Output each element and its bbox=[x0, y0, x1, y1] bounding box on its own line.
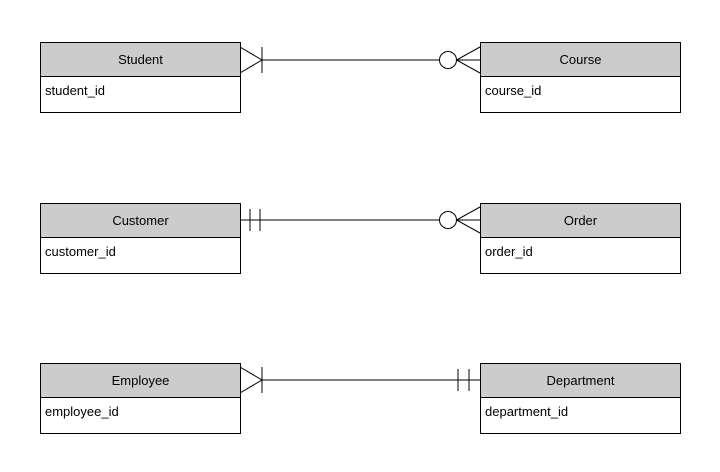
relationship-student-course[interactable] bbox=[239, 46, 481, 74]
relationship-employee-department[interactable] bbox=[239, 366, 480, 394]
entity-department-title: Department bbox=[481, 364, 680, 398]
entity-department[interactable]: Department department_id bbox=[480, 363, 681, 434]
entity-student[interactable]: Student student_id bbox=[40, 42, 241, 113]
entity-customer-body: customer_id bbox=[41, 238, 240, 273]
zero-circle-icon bbox=[439, 211, 457, 229]
entity-employee-title: Employee bbox=[41, 364, 240, 398]
entity-order-attribute: order_id bbox=[485, 244, 533, 259]
entity-course-body: course_id bbox=[481, 77, 680, 112]
entity-customer-attribute: customer_id bbox=[45, 244, 116, 259]
entity-course-title: Course bbox=[481, 43, 680, 77]
entity-student-title: Student bbox=[41, 43, 240, 77]
zero-circle-icon bbox=[439, 51, 457, 69]
entity-customer-title: Customer bbox=[41, 204, 240, 238]
entity-order-title: Order bbox=[481, 204, 680, 238]
entity-order[interactable]: Order order_id bbox=[480, 203, 681, 274]
crow-foot-icon bbox=[239, 366, 263, 394]
entity-customer[interactable]: Customer customer_id bbox=[40, 203, 241, 274]
entity-employee-body: employee_id bbox=[41, 398, 240, 433]
entity-employee[interactable]: Employee employee_id bbox=[40, 363, 241, 434]
entity-student-attribute: student_id bbox=[45, 83, 105, 98]
crow-foot-icon bbox=[455, 46, 481, 74]
entity-department-body: department_id bbox=[481, 398, 680, 433]
entity-order-body: order_id bbox=[481, 238, 680, 273]
entity-student-body: student_id bbox=[41, 77, 240, 112]
crow-foot-icon bbox=[239, 46, 263, 74]
relationship-customer-order[interactable] bbox=[240, 206, 481, 234]
crow-foot-icon bbox=[455, 206, 481, 234]
entity-course[interactable]: Course course_id bbox=[480, 42, 681, 113]
entity-department-attribute: department_id bbox=[485, 404, 569, 419]
entity-employee-attribute: employee_id bbox=[45, 404, 119, 419]
entity-course-attribute: course_id bbox=[485, 83, 542, 98]
